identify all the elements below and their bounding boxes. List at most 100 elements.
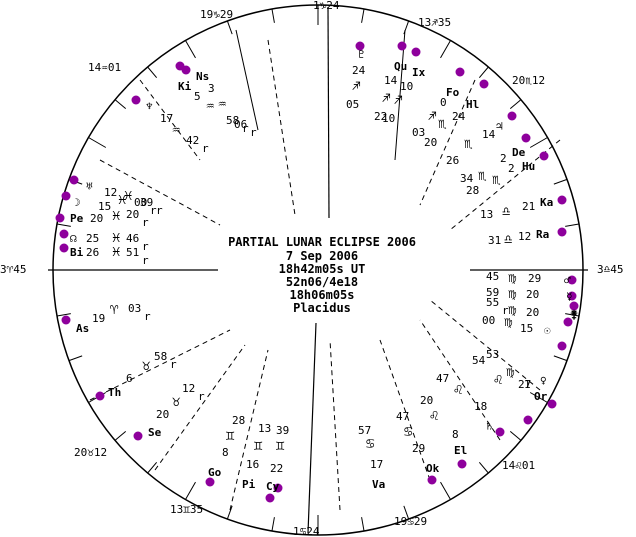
house-cusp-line — [379, 339, 431, 481]
rim-tick — [114, 99, 127, 110]
cusp-6-label: 20♉12 — [74, 446, 107, 459]
body-minutes: 45 — [486, 270, 499, 283]
body-degree: 20 — [526, 306, 539, 319]
body-marker-dot — [131, 95, 141, 105]
house-cusp-line — [139, 79, 201, 161]
body-minutes: 20 — [126, 208, 139, 221]
body-venus[interactable]: ♀1♍53 — [486, 341, 567, 392]
rim-tick — [440, 40, 451, 59]
body-degree: 20 — [526, 288, 539, 301]
body-sign: ♍ — [508, 270, 516, 286]
retrograde-flag: r — [142, 254, 149, 267]
body-degree: 22 — [270, 462, 283, 475]
retrograde-flag: r — [198, 390, 205, 403]
body-mercury[interactable]: ☿20♍59 — [486, 286, 577, 303]
body-minutes: 00 — [482, 314, 495, 327]
body-minutes: 58 — [226, 114, 239, 127]
body-degree: 14 — [384, 74, 398, 87]
body-symbol: Qu — [394, 60, 407, 73]
retrograde-flag: r — [156, 204, 163, 217]
body-nessus[interactable]: Ns3♒06r — [181, 65, 258, 140]
body-symbol: ⚵ — [570, 308, 578, 321]
body-marker-dot — [355, 41, 365, 51]
body-marker-dot — [569, 301, 579, 311]
body-huya[interactable]: Hu2♏28 — [466, 151, 549, 198]
body-degree: 12 — [104, 186, 117, 199]
cusp-asc-label: 3♈45 — [0, 263, 27, 276]
body-jupiter[interactable]: ♃14♏26 — [446, 111, 517, 168]
body-kimi[interactable]: Ki5♒58r — [175, 61, 250, 136]
body-marker-dot — [557, 227, 567, 237]
body-proserpina[interactable]: ⚵20♍55r — [486, 296, 579, 321]
body-neptune[interactable]: ♆17♒42r — [131, 95, 210, 156]
rim-tick — [88, 137, 107, 148]
body-minutes: 54 — [472, 354, 486, 367]
body-marker-dot — [95, 391, 105, 401]
body-marker-dot — [411, 47, 421, 57]
body-marker-dot — [557, 195, 567, 205]
chart-sidereal-time: 18h06m05s — [289, 288, 354, 302]
body-symbol: As — [76, 322, 89, 335]
body-moon[interactable]: ☽15♓00r — [61, 191, 158, 218]
cusp-ic-label: 1♋24 — [293, 525, 320, 537]
body-minutes: 20 — [424, 136, 437, 149]
body-symbol: ♅ — [86, 180, 93, 193]
body-gonggong[interactable]: Go8♊28 — [205, 414, 246, 487]
rim-tick — [565, 313, 580, 317]
body-saturn[interactable]: ♄18♌47 — [436, 372, 533, 433]
body-thereus[interactable]: Th6♉58r — [95, 350, 178, 401]
body-minutes: 13 — [258, 422, 271, 435]
body-degree: 19 — [92, 312, 105, 325]
body-sun[interactable]: ☉15♍00 — [482, 314, 573, 337]
meridian-line-bottom — [307, 322, 317, 534]
rim-tick — [403, 505, 410, 520]
body-marker-dot — [69, 175, 79, 185]
rim-tick — [271, 8, 275, 23]
body-symbol: ♀ — [540, 374, 547, 387]
body-symbol: Hu — [522, 160, 535, 173]
body-mars[interactable]: ♂29♍45 — [486, 270, 577, 287]
body-symbol: Bi — [70, 246, 84, 259]
rim-tick — [440, 481, 451, 500]
body-marker-dot — [273, 483, 283, 493]
body-minutes: 47 — [436, 372, 449, 385]
body-eleutheria[interactable]: El8♌20 — [420, 394, 505, 457]
body-minutes: 47 — [396, 410, 409, 423]
body-node[interactable]: ☊25♓46r — [59, 229, 150, 254]
body-symbol: Ki — [178, 80, 192, 93]
body-sign: ♉ — [142, 358, 151, 374]
body-uranus[interactable]: ♅12♓39r — [69, 175, 164, 218]
body-deucalion[interactable]: De2♏34 — [460, 133, 531, 186]
body-symbol: Ns — [196, 70, 209, 83]
retrograde-flag: r — [250, 126, 257, 139]
body-sign: ♐ — [382, 90, 390, 106]
body-sign: ♍ — [508, 286, 516, 302]
body-marker-dot — [397, 41, 407, 51]
body-symbol: Ka — [540, 196, 553, 209]
body-symbol: El — [454, 444, 467, 457]
body-degree: 1 — [524, 378, 531, 391]
body-pluto[interactable]: ♇24♐05 — [346, 41, 366, 112]
body-fortune[interactable]: Fo0♐03 — [412, 67, 465, 140]
body-sign: ♓ — [112, 208, 120, 224]
rim-tick — [56, 313, 71, 317]
body-sign: ♉ — [172, 394, 181, 410]
retrograde-flag: r — [150, 204, 157, 217]
body-symbol: ☽ — [74, 196, 81, 209]
body-sign: ♎ — [504, 232, 512, 248]
